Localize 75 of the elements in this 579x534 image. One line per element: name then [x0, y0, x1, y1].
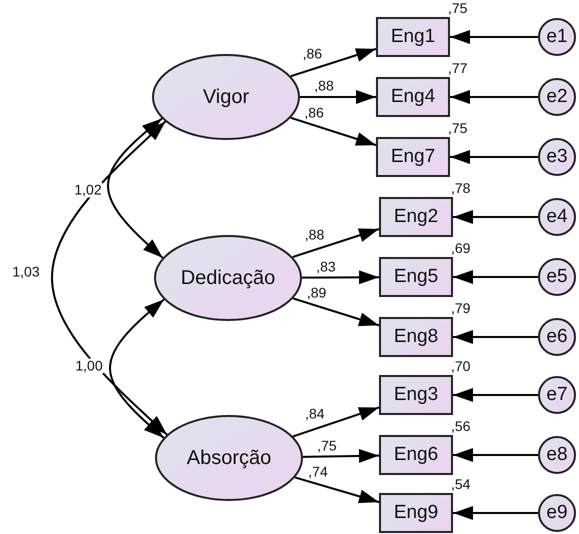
variable-name: Dedicação [180, 266, 276, 290]
squared-correlation-value: ,78 [451, 180, 470, 196]
edge-label: 1,02 [73, 182, 103, 198]
variable-name: Vigor [202, 86, 250, 108]
error-term-circle [538, 18, 576, 56]
covariance-arrow [51, 120, 168, 436]
squared-correlation-value: ,77 [448, 60, 468, 76]
error-term-circle [538, 494, 576, 532]
path-arrow [450, 30, 538, 44]
error-term-circle [538, 376, 576, 414]
path-arrow [300, 90, 376, 104]
variable-name: e2 [546, 86, 568, 108]
variable-name: e1 [546, 26, 568, 48]
edge-label: 1,03 [11, 264, 41, 280]
path-arrow [453, 506, 538, 520]
covariance-arrow [109, 298, 165, 439]
path-arrow [302, 270, 379, 284]
squared-correlation-value: ,79 [451, 300, 470, 316]
variable-name: e5 [546, 266, 568, 288]
squared-correlation-value: ,69 [451, 240, 470, 256]
edge-label: ,86 [302, 46, 324, 62]
error-term-circle [538, 258, 576, 296]
path-arrow [290, 116, 376, 146]
variable-name: e6 [546, 326, 568, 348]
squared-correlation-value: ,70 [451, 358, 470, 374]
path-arrow [290, 48, 376, 78]
edge-label: ,88 [304, 227, 326, 242]
variable-name: e8 [546, 444, 568, 466]
path-arrow [302, 448, 380, 463]
variable-name: Eng1 [390, 26, 436, 48]
variable-name: Eng7 [390, 146, 436, 168]
latent-variable-ellipse [154, 235, 302, 321]
path-arrow [453, 448, 538, 462]
edge-label: ,74 [307, 464, 329, 480]
error-term-circle [538, 138, 576, 176]
edge-label: ,86 [303, 105, 325, 120]
edge-label: ,88 [313, 78, 335, 94]
variable-name: e4 [546, 206, 568, 228]
edge-label: 1,00 [74, 358, 104, 374]
variable-name: Eng9 [394, 502, 438, 524]
error-term-circle [538, 318, 576, 356]
variable-name: e7 [546, 384, 568, 406]
path-arrow [450, 150, 538, 164]
variable-name: Eng2 [394, 206, 438, 228]
variable-name: Eng6 [394, 444, 438, 466]
path-arrow [453, 270, 538, 284]
variable-name: Eng4 [390, 86, 436, 108]
covariance-arrow [107, 118, 164, 259]
edge-label: ,84 [304, 406, 326, 422]
path-arrow [292, 228, 380, 258]
variable-name: e9 [546, 502, 568, 524]
path-arrow [292, 297, 380, 326]
squared-correlation-value: ,56 [451, 418, 470, 434]
error-term-circle [538, 436, 576, 474]
variable-name: Eng8 [394, 326, 438, 348]
path-arrow [450, 90, 538, 104]
latent-variable-ellipse [155, 415, 303, 501]
path-arrow [453, 388, 538, 402]
variable-name: Eng3 [394, 384, 438, 406]
squared-correlation-value: ,75 [448, 0, 468, 16]
path-arrow [453, 330, 538, 344]
path-arrow [292, 406, 380, 438]
error-term-circle [538, 78, 576, 116]
edge-label: ,83 [315, 259, 337, 274]
error-term-circle [538, 198, 576, 236]
latent-variable-ellipse [152, 54, 300, 140]
variable-name: Eng5 [394, 266, 438, 288]
path-arrow [294, 476, 380, 504]
squared-correlation-value: ,54 [451, 476, 470, 492]
variable-name: e3 [546, 146, 568, 168]
edge-label: ,89 [306, 286, 328, 301]
edge-label: ,75 [316, 438, 338, 454]
variable-name: Absorção [186, 446, 272, 470]
path-arrow [453, 210, 538, 224]
squared-correlation-value: ,75 [448, 120, 468, 136]
